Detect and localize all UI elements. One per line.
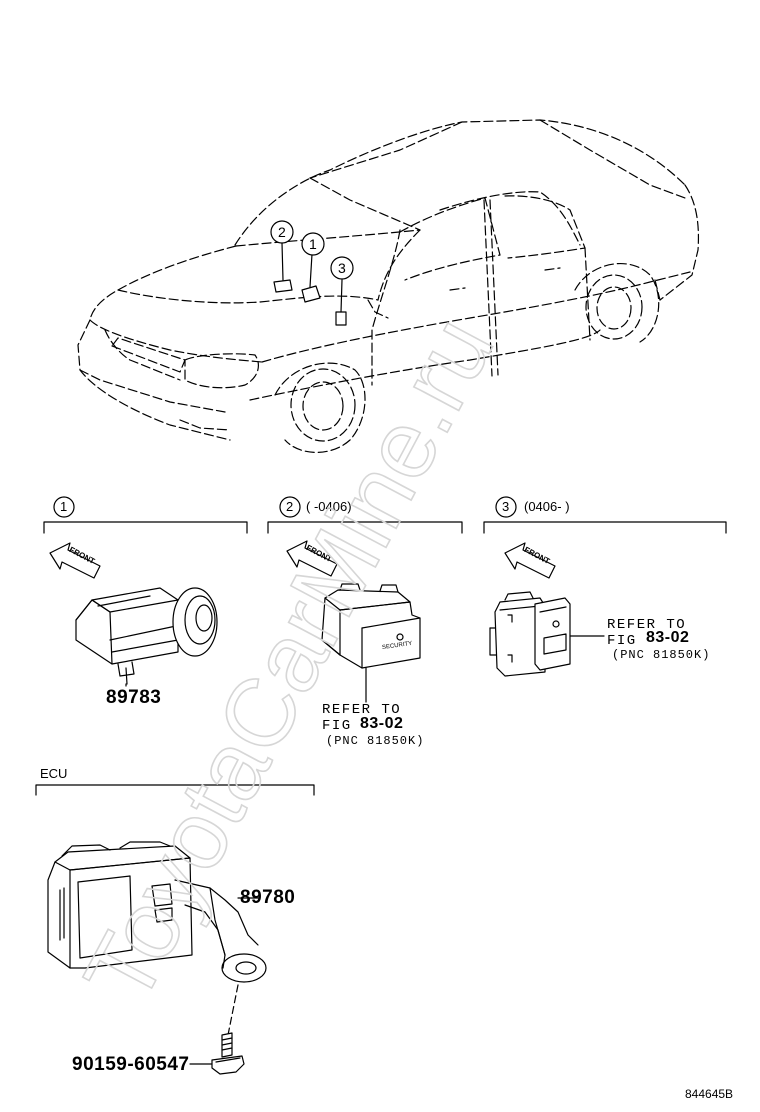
refer-right-fig-word: FIG: [607, 633, 637, 649]
car-callout-2: 1: [309, 236, 317, 252]
section-3-number: 3: [502, 499, 510, 514]
part-number-horn: 89783: [106, 687, 162, 708]
part-number-ecu: 89780: [240, 887, 296, 908]
diagram-id: 844645B: [685, 1087, 734, 1101]
refer-left-pnc: (PNC 81850K): [326, 734, 425, 748]
refer-right-line1: REFER TO: [607, 617, 687, 633]
security-switch-new-drawing: [489, 591, 605, 677]
part-number-bolt: 90159-60547: [72, 1054, 190, 1075]
horn-drawing: [75, 587, 218, 685]
car-callout-1: 2: [278, 224, 286, 240]
security-switch-old-drawing: [321, 583, 421, 703]
car-component-markers: [273, 242, 347, 326]
section-headers: [35, 496, 727, 796]
refer-left-fig-number: 83-02: [360, 715, 404, 732]
car-callout-circles: [270, 220, 354, 280]
car-callout-3: 3: [338, 260, 346, 276]
section-3-range: (0406- ): [524, 499, 570, 514]
refer-right-fig-number: 83-02: [646, 629, 690, 646]
car-illustration: [77, 119, 700, 453]
section-2-range: ( -0406): [306, 499, 352, 514]
section-2-number: 2: [286, 499, 294, 514]
refer-left-fig-word: FIG: [322, 718, 352, 734]
refer-right-pnc: (PNC 81850K): [612, 648, 711, 662]
bolt-drawing: [189, 1032, 245, 1075]
ecu-drawing: [47, 841, 267, 1036]
refer-left-line1: REFER TO: [322, 702, 402, 718]
front-arrows: [49, 540, 556, 579]
section-1-number: 1: [60, 499, 68, 514]
ecu-label: ECU: [40, 766, 68, 781]
